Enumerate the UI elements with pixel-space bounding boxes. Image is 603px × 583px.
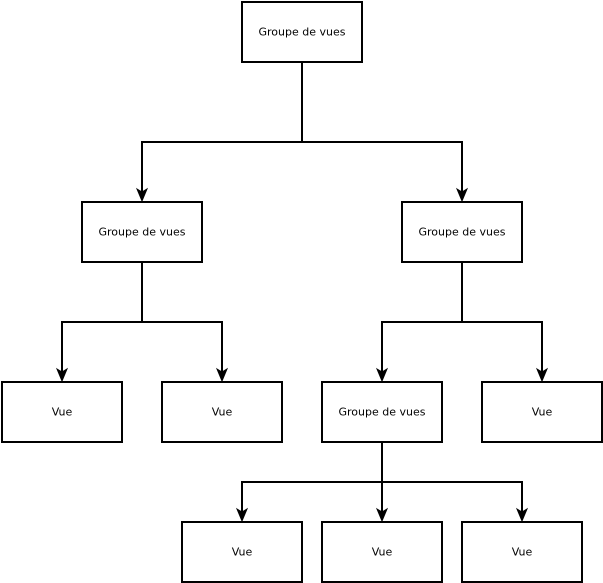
arrowhead-bottom_view_3	[515, 507, 529, 523]
node-label: Vue	[212, 406, 233, 419]
node-left-group: Groupe de vues	[81, 201, 203, 263]
node-bottom-view-1: Vue	[181, 521, 303, 583]
node-label: Groupe de vues	[419, 226, 506, 239]
arrowhead-left_group	[135, 187, 149, 203]
node-box	[461, 521, 583, 583]
node-right-group: Groupe de vues	[401, 201, 523, 263]
node-root: Groupe de vues	[241, 1, 363, 63]
node-box	[81, 201, 203, 263]
node-left-view-1: Vue	[1, 381, 123, 443]
arrowhead-right_view	[535, 367, 549, 383]
node-label: Vue	[52, 406, 73, 419]
arrowhead-bottom_view_1	[235, 507, 249, 523]
connector-right_group-to-inner_group	[381, 262, 463, 372]
node-bottom-view-2: Vue	[321, 521, 443, 583]
arrowhead-left_view_2	[215, 367, 229, 383]
node-box	[401, 201, 523, 263]
node-left-view-2: Vue	[161, 381, 283, 443]
node-box	[481, 381, 603, 443]
arrowhead-bottom_view_2	[375, 507, 389, 523]
node-label: Vue	[512, 546, 533, 559]
connector-inner_group-to-bottom_view_3	[381, 442, 523, 512]
connector-root-to-right_group	[301, 62, 463, 192]
arrowhead-right_group	[455, 187, 469, 203]
node-box	[241, 1, 363, 63]
node-inner-group: Groupe de vues	[321, 381, 443, 443]
arrowhead-left_view_1	[55, 367, 69, 383]
node-box	[161, 381, 283, 443]
node-right-view: Vue	[481, 381, 603, 443]
node-box	[321, 381, 443, 443]
arrowhead-inner_group	[375, 367, 389, 383]
node-label: Vue	[372, 546, 393, 559]
node-bottom-view-3: Vue	[461, 521, 583, 583]
connector-left_group-to-left_view_1	[61, 262, 143, 372]
connector-root-to-left_group	[141, 62, 303, 192]
connector-right_group-to-right_view	[461, 262, 543, 372]
node-label: Vue	[532, 406, 553, 419]
connector-left_group-to-left_view_2	[141, 262, 223, 372]
node-label: Groupe de vues	[259, 26, 346, 39]
node-box	[321, 521, 443, 583]
node-label: Groupe de vues	[99, 226, 186, 239]
node-box	[181, 521, 303, 583]
node-label: Vue	[232, 546, 253, 559]
node-box	[1, 381, 123, 443]
node-label: Groupe de vues	[339, 406, 426, 419]
connector-layer	[55, 62, 549, 523]
connector-inner_group-to-bottom_view_1	[241, 442, 383, 512]
